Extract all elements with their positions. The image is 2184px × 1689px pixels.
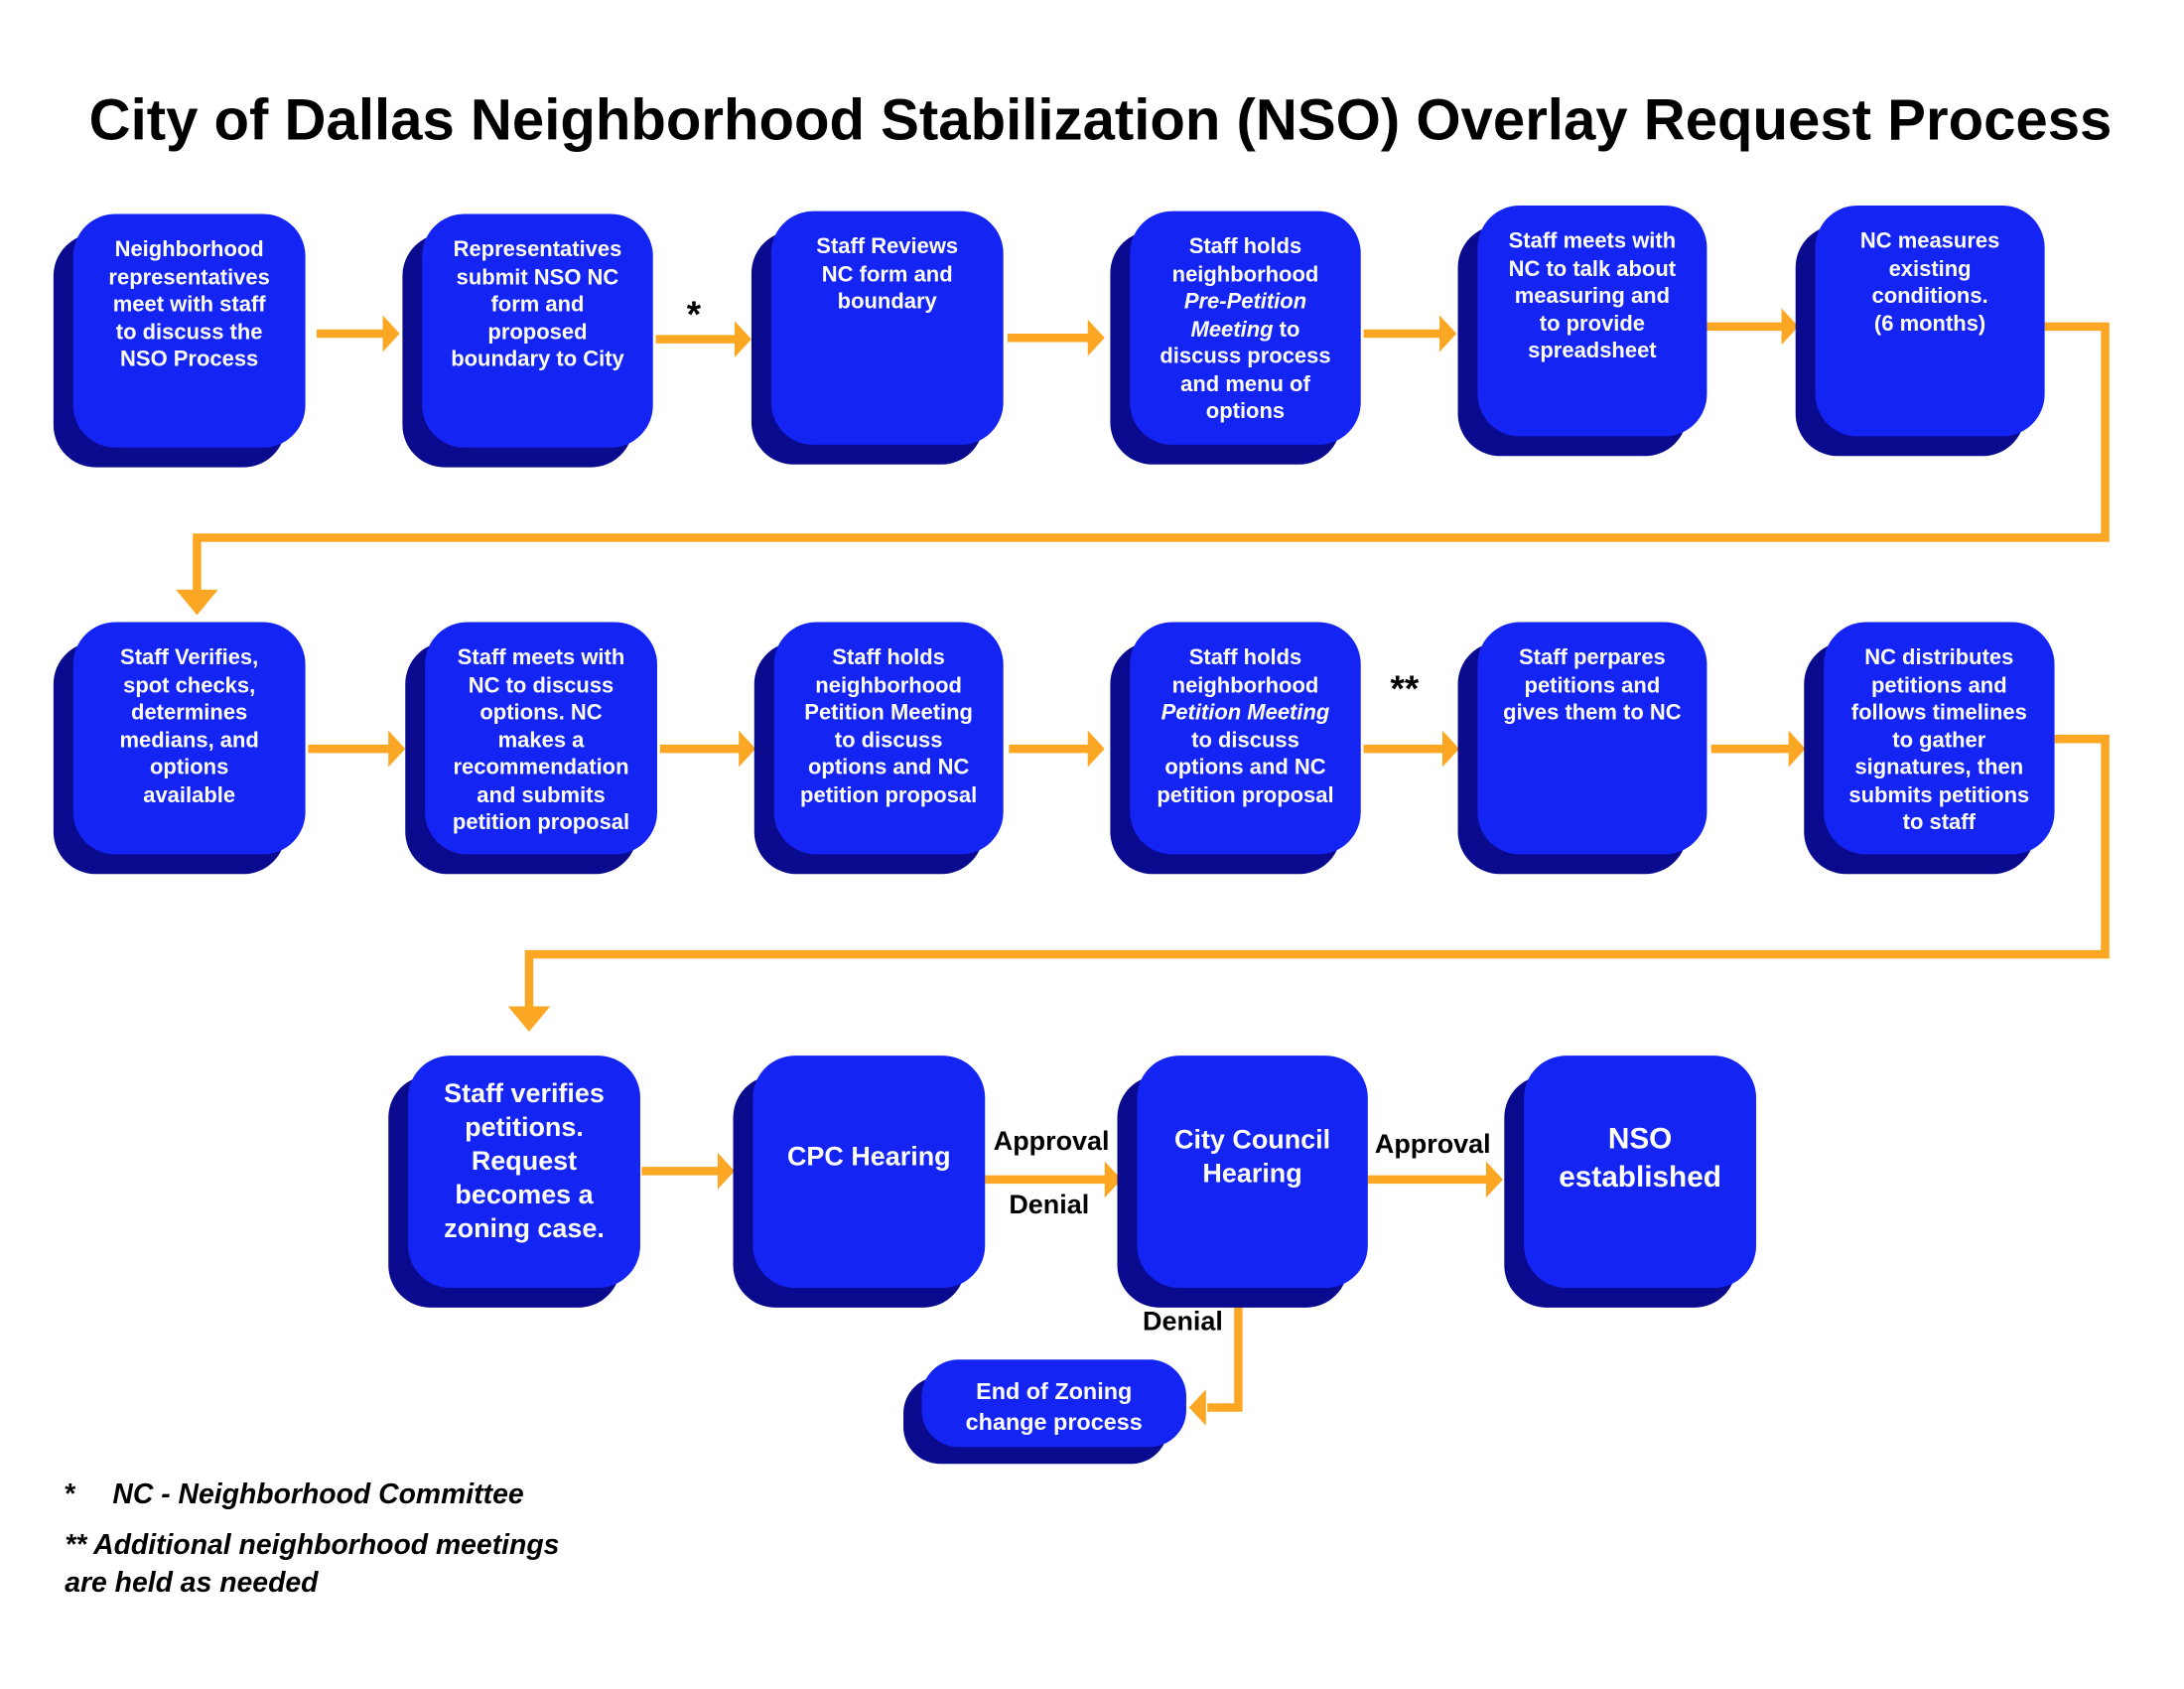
arrowhead	[176, 589, 218, 616]
double-asterisk-marker: **	[1390, 666, 1420, 710]
footnote-nc: NC - Neighborhood Committee	[112, 1478, 524, 1510]
arrowhead	[1188, 1389, 1206, 1426]
arrowhead	[734, 321, 751, 358]
arrowhead	[1087, 319, 1105, 356]
arrowhead	[739, 730, 756, 768]
step-petition-meeting-italic: Staff holds neighborhood Petition Meetin…	[1130, 622, 1361, 855]
step-city-council-hearing: City Council Hearing	[1137, 1056, 1368, 1289]
step-end-of-process: End of Zoning change process	[921, 1359, 1186, 1448]
step-nso-established: NSO established	[1524, 1056, 1757, 1289]
step-pre-petition-meeting: Staff holds neighborhood Pre-Petition Me…	[1130, 211, 1361, 445]
arrowhead	[1439, 315, 1457, 352]
wrap-connector-1	[193, 322, 2110, 592]
step-discuss-options: Staff meets with NC to discuss options. …	[425, 622, 657, 855]
step-verify-petitions: Staff verifies petitions. Request become…	[408, 1056, 640, 1289]
footnote-meetings: ** Additional neighborhood meetings are …	[65, 1529, 560, 1600]
step-nc-measures: NC measures existing conditions. (6 mont…	[1815, 205, 2045, 437]
arrowhead	[507, 1006, 551, 1033]
text: to discuss options and NC petition propo…	[1157, 728, 1334, 807]
text: Staff holds neighborhood	[1171, 234, 1319, 287]
denial-connector	[1207, 1289, 1243, 1412]
italic-text: Pre-Petition Meeting	[1183, 290, 1307, 342]
arrowhead	[382, 315, 400, 352]
step-measuring-talk: Staff meets with NC to talk about measur…	[1477, 205, 1707, 437]
arrowhead	[1104, 1161, 1122, 1198]
asterisk-marker: *	[686, 292, 702, 336]
cpc-denial-label: Denial	[1009, 1191, 1090, 1220]
arrowhead	[1788, 730, 1806, 768]
italic-text: Petition Meeting	[1160, 700, 1330, 726]
step-distribute-petitions: NC distributes petitions and follows tim…	[1824, 622, 2055, 855]
step-cpc-hearing: CPC Hearing	[752, 1056, 986, 1289]
step-petition-meeting: Staff holds neighborhood Petition Meetin…	[773, 622, 1004, 855]
step-staff-verifies: Staff Verifies, spot checks, determines …	[72, 622, 306, 855]
footnote-marker: *	[65, 1478, 76, 1510]
text: to discuss process and menu of options	[1160, 317, 1331, 424]
step-staff-reviews: Staff Reviews NC form and boundary	[770, 211, 1004, 445]
cpc-approval-label: Approval	[993, 1127, 1110, 1158]
step-submit-form: Representatives submit NSO NC form and p…	[422, 213, 653, 448]
step-prepare-petitions: Staff perpares petitions and gives them …	[1477, 622, 1707, 855]
arrowhead	[1087, 730, 1105, 768]
arrowhead	[1441, 730, 1459, 768]
arrowhead	[717, 1152, 735, 1190]
step-meet-staff: Neighborhood representatives meet with s…	[72, 213, 306, 448]
text: Staff holds neighborhood	[1171, 645, 1319, 698]
council-denial-label: Denial	[1143, 1307, 1223, 1337]
arrowhead	[1485, 1161, 1503, 1198]
arrowhead	[1781, 308, 1799, 346]
council-approval-label: Approval	[1374, 1130, 1491, 1161]
page-title: City of Dallas Neighborhood Stabilizatio…	[88, 86, 2113, 153]
wrap-connector-2	[524, 734, 2110, 1008]
arrowhead	[388, 730, 406, 768]
